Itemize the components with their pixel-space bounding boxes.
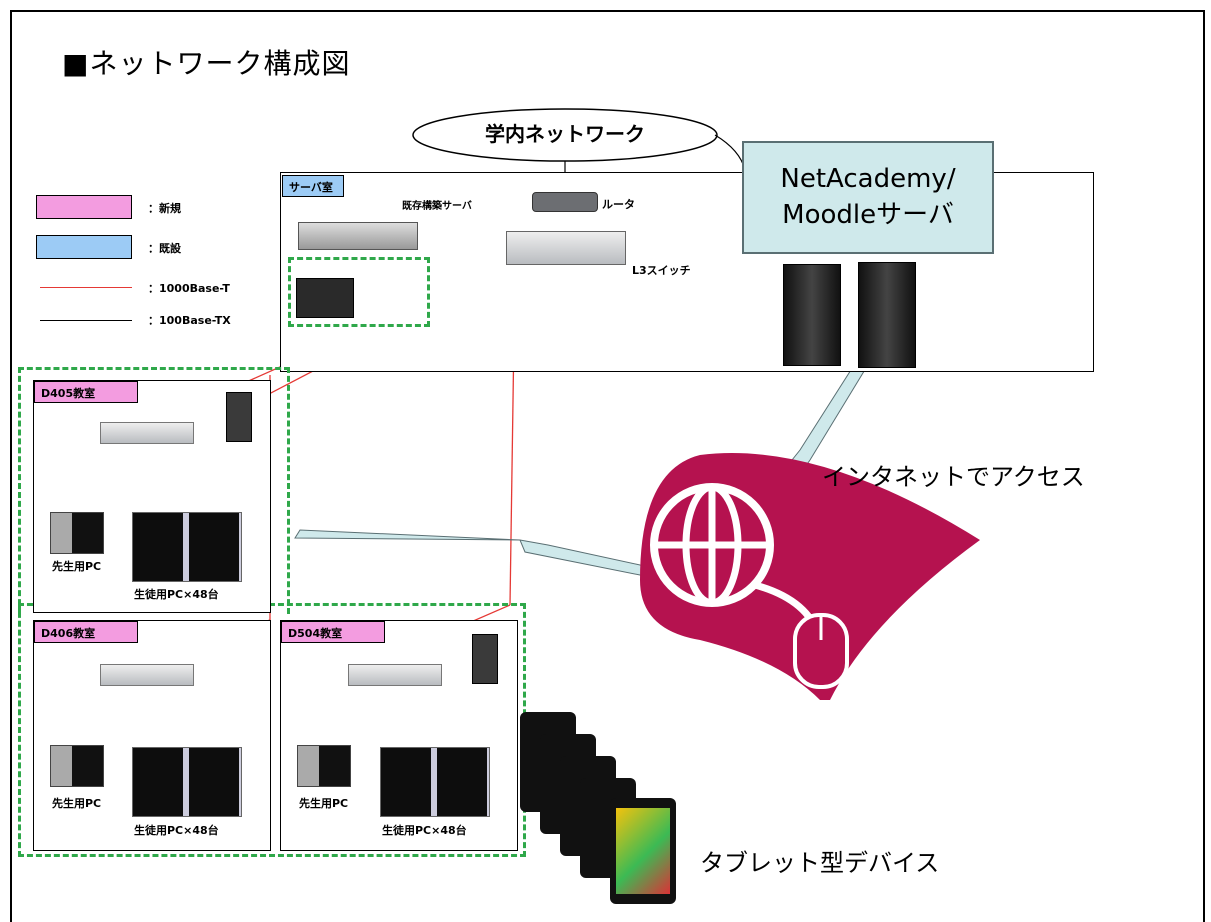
student-pc-label: 生徒用PC×48台: [382, 824, 467, 837]
hub-icon: [100, 422, 194, 444]
legend-fast-line: [40, 320, 132, 321]
legend-existing-swatch: [36, 235, 132, 259]
student-pc-grid-icon: [132, 512, 242, 582]
student-pc-grid-icon: [132, 747, 242, 817]
netacademy-line1: NetAcademy/: [780, 164, 956, 194]
existing-server-label: 既存構築サーバ: [402, 201, 472, 212]
netacademy-line2: Moodleサーバ: [782, 200, 954, 230]
classroom-group-top: [18, 367, 290, 614]
room-d405-tag: D405教室: [34, 381, 138, 403]
link-campus-netacademy: [714, 134, 746, 171]
internet-globe-icon: [640, 453, 980, 700]
tablet-stack-icon: [520, 712, 680, 908]
student-pc-grid-icon: [380, 747, 490, 817]
teacher-pc-label: 先生用PC: [299, 797, 349, 810]
student-pc-label: 生徒用PC×48台: [134, 824, 219, 837]
teacher-pc-label: 先生用PC: [52, 797, 102, 810]
legend-gigabit-line: [40, 287, 132, 288]
rack-server-icon: [298, 222, 418, 250]
new-server-group: [288, 257, 430, 327]
internet-access-label: インタネットでアクセス: [822, 463, 1085, 491]
server-tower-icon: [783, 264, 841, 366]
tower-server-icon: [296, 278, 354, 318]
page-frame: [10, 10, 1205, 922]
tower-pc-icon: [226, 392, 252, 442]
page-title: ■ネットワーク構成図: [62, 47, 351, 80]
legend-new-label: ：新規: [148, 202, 181, 215]
hub-icon: [348, 664, 442, 686]
router-icon: [532, 192, 598, 212]
legend-new-swatch: [36, 195, 132, 219]
teacher-pc-icon: [297, 745, 351, 787]
netacademy-server-box: NetAcademy/ Moodleサーバ: [742, 141, 994, 254]
router-label: ルータ: [602, 198, 635, 211]
legend-gigabit-label: ：1000Base-T: [148, 282, 230, 295]
teacher-pc-label: 先生用PC: [52, 560, 102, 573]
teacher-pc-icon: [50, 745, 104, 787]
tablet-label: タブレット型デバイス: [700, 849, 940, 877]
hub-icon: [100, 664, 194, 686]
l3-switch-icon: [506, 231, 626, 265]
server-room-tag: サーバ室: [282, 175, 344, 197]
campus-network-label: 学内ネットワーク: [485, 122, 645, 146]
tower-pc-icon: [472, 634, 498, 684]
teacher-pc-icon: [50, 512, 104, 554]
room-d504-tag: D504教室: [281, 621, 385, 643]
legend-existing-label: ：既設: [148, 242, 181, 255]
room-d406-tag: D406教室: [34, 621, 138, 643]
student-pc-label: 生徒用PC×48台: [134, 588, 219, 601]
l3-switch-label: L3スイッチ: [632, 264, 691, 277]
server-tower-icon: [858, 262, 916, 368]
legend-fast-label: ：100Base-TX: [148, 314, 231, 327]
